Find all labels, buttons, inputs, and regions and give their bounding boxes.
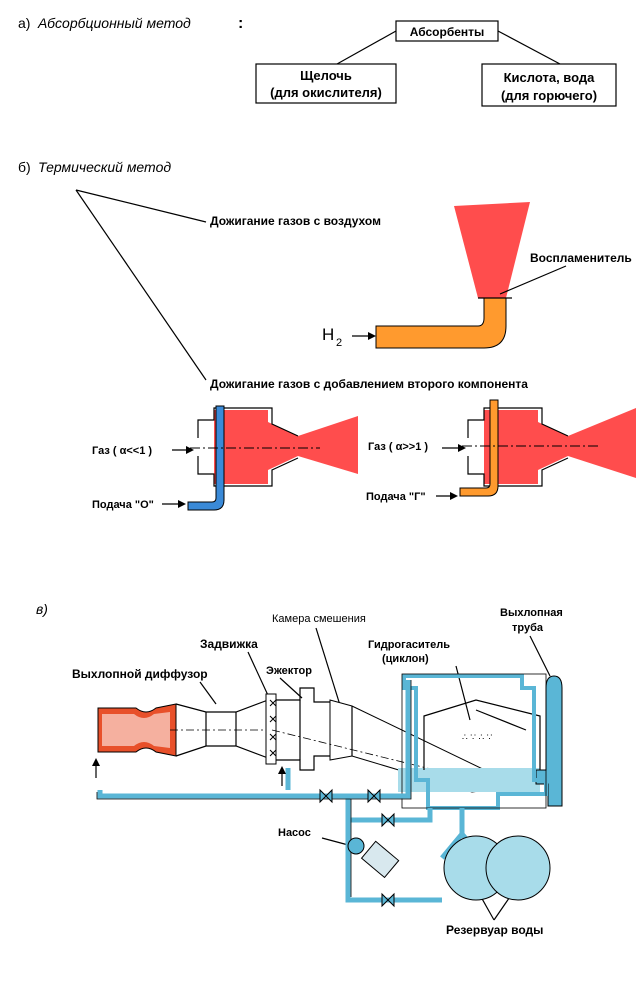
- section-a-title: Абсорбционный метод: [37, 15, 191, 31]
- pump-label: Насос: [278, 827, 311, 839]
- acid-box: [481, 63, 617, 107]
- section-b: б) Термический метод Дожигание газов с в…: [18, 159, 636, 511]
- gas-left-label: Газ ( α<<1 ): [92, 445, 152, 457]
- gas-right-arrowhead: [458, 444, 466, 452]
- feed-g-label: Подача "Г": [366, 491, 426, 503]
- hydro-sublabel: (циклон): [382, 653, 429, 665]
- burner-left-feed-pipe: [187, 405, 225, 511]
- valve-upper: [367, 788, 381, 804]
- valve-pump: [381, 892, 395, 908]
- valves: [319, 788, 395, 908]
- ejector-leader: [279, 677, 303, 699]
- section-b-prefix: б): [18, 159, 31, 175]
- acid-label: Кислота, вода: [504, 70, 596, 85]
- igniter-leader: [499, 265, 567, 295]
- ejector-feed-arrowhead: [278, 766, 286, 774]
- absorbents-to-acid-line: [497, 30, 561, 65]
- return-arrowhead: [92, 758, 100, 766]
- exhaust-pipe-sublabel: труба: [512, 622, 544, 634]
- burner-left-body-bottom: [197, 456, 299, 487]
- burner-left-body-top: [197, 407, 299, 438]
- h2-subscript: 2: [336, 337, 342, 349]
- section-a-prefix: а): [18, 15, 30, 31]
- ejector-top: [276, 687, 330, 703]
- gas-left-arrowhead: [186, 446, 194, 454]
- alkali-sublabel: (для окислителя): [270, 85, 382, 100]
- pump-impeller: [347, 837, 365, 855]
- thermal-to-air-line: [75, 189, 207, 223]
- valve-vessel: [381, 812, 395, 828]
- diffuser-label: Выхлопной диффузор: [72, 667, 208, 681]
- acid-sublabel: (для горючего): [501, 88, 597, 103]
- feed-o-label: Подача "О": [92, 499, 154, 511]
- valve-main: [319, 788, 333, 804]
- pipe-main-return-outline: [96, 680, 412, 800]
- absorbents-label: Абсорбенты: [410, 25, 485, 39]
- diffuser-bottom: [175, 745, 269, 759]
- alkali-box: [255, 63, 397, 104]
- ejector-bottom: [276, 755, 330, 771]
- section-b-title: Термический метод: [38, 159, 171, 175]
- cyclone-baffle: [475, 709, 527, 731]
- reservoir-right: [485, 835, 551, 901]
- reservoir-label: Резервуар воды: [446, 923, 543, 937]
- piping-network: [97, 680, 484, 903]
- vessel-outline: [401, 673, 547, 809]
- exhaust-pipe-leader: [529, 635, 551, 677]
- feed-g-arrowhead: [450, 492, 458, 500]
- pump-motor: [360, 840, 400, 879]
- burner-left-flame: [214, 410, 358, 484]
- gas-right-label: Газ ( α>>1 ): [368, 441, 428, 453]
- vessel-frame: [402, 674, 548, 810]
- air-burn-label: Дожигание газов с воздухом: [210, 214, 381, 228]
- hydro-label: Гидрогаситель: [368, 639, 450, 651]
- exhaust-pipe-label: Выхлопная: [500, 607, 563, 619]
- gate-label: Задвижка: [200, 637, 258, 651]
- pipe-to-vessel: [348, 808, 433, 823]
- section-a: а) Абсорбционный метод : Абсорбенты Щело…: [18, 15, 617, 107]
- pipe-pump-line: [345, 796, 442, 903]
- feed-o-arrowhead: [178, 500, 186, 508]
- h2-arrowhead: [368, 332, 376, 340]
- burner-right-body-bottom: [467, 456, 569, 487]
- nozzle-exhaust: [102, 712, 170, 748]
- burner-right-body-top: [467, 407, 569, 438]
- h2-label: H: [322, 325, 334, 344]
- thermal-to-second-line: [75, 189, 207, 381]
- cyclone-body: [423, 699, 541, 770]
- section-a-colon: :: [238, 15, 243, 32]
- gate-body: [265, 693, 277, 765]
- gate-hatching: [269, 699, 277, 757]
- mixing-chamber-label: Камера смешения: [272, 613, 366, 625]
- pipe-main-return: [97, 680, 411, 799]
- igniter-flame: [454, 202, 530, 298]
- igniter-label: Воспламенитель: [530, 251, 632, 265]
- second-component-label: Дожигание газов с добавлением второго ко…: [210, 377, 528, 391]
- section-c: в) Камера смешения Выхлопная труба Задви…: [36, 601, 563, 937]
- absorbents-to-alkali-line: [336, 30, 397, 65]
- burner-left: Газ ( α<<1 ) Подача "О": [92, 405, 358, 511]
- h2-pipe: [375, 297, 507, 349]
- section-c-prefix: в): [36, 601, 48, 617]
- burner-right-feed-pipe: [459, 399, 499, 497]
- diffuser-top: [175, 699, 269, 713]
- burner-right: Газ ( α>>1 ) Подача "Г": [366, 399, 636, 503]
- ejector-label: Эжектор: [266, 665, 312, 677]
- spray-dots: ∴ ∵ ∴ ∵: [462, 732, 493, 742]
- alkali-label: Щелочь: [300, 68, 352, 83]
- diffuser-leader: [199, 681, 217, 705]
